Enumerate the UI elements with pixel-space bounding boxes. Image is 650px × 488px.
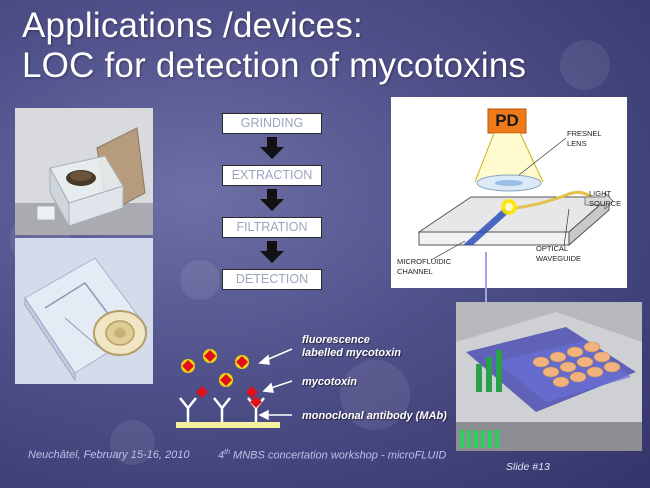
- fresnel-lens-label: FRESNEL LENS: [567, 129, 602, 148]
- device-photo-microfluidic: [15, 238, 153, 384]
- flow-step-extraction: EXTRACTION: [222, 165, 322, 186]
- flow-step-grinding: GRINDING: [222, 113, 322, 134]
- footer-workshop-ordinal: th: [224, 449, 230, 456]
- fluorescence-label: fluorescence labelled mycotoxin: [302, 334, 402, 359]
- flow-step-detection: DETECTION: [222, 269, 322, 290]
- background-bubble: [340, 360, 410, 430]
- microfluidic-channel-label: MICROFLUIDIC CHANNEL: [397, 257, 452, 276]
- background-bubble: [110, 420, 155, 465]
- footer-workshop-number: 4: [218, 449, 225, 462]
- fluorescent-mycotoxin-icon: [181, 349, 249, 387]
- down-arrow-icon: [260, 241, 284, 263]
- antibody-label: monoclonal antibody (MAb): [302, 410, 447, 422]
- mycotoxin-icon: [196, 386, 258, 398]
- footer-workshop-title: MNBS concertation workshop - microFLUID: [229, 449, 447, 462]
- light-source-label: LIGHT SOURCE: [589, 189, 622, 208]
- background-bubble: [560, 40, 610, 90]
- optical-waveguide-label: OPTICAL WAVEGUIDE: [536, 244, 582, 263]
- flow-step-filtration: FILTRATION: [222, 217, 322, 238]
- background-bubble: [180, 260, 220, 300]
- chip-render-image: [456, 302, 642, 451]
- biosensor-illustration: [176, 349, 280, 428]
- label-pointer-arrows: [258, 348, 293, 421]
- down-arrow-icon: [260, 189, 284, 211]
- footer-workshop: 4th MNBS concertation workshop - microFL…: [218, 449, 446, 462]
- mycotoxin-label: mycotoxin: [302, 376, 358, 388]
- slide-title: Applications /devices: LOC for detection…: [22, 6, 632, 86]
- photodetector-label: PD: [495, 111, 519, 130]
- device-photo-cartridge: [15, 108, 153, 235]
- optical-detection-diagram: PD FRESNEL LENS LIGHT SOURCE OPTICAL WAV…: [391, 97, 627, 288]
- down-arrow-icon: [260, 137, 284, 159]
- footer-location-date: Neuchâtel, February 15-16, 2010: [28, 449, 190, 461]
- slide-number: Slide #13: [506, 461, 550, 473]
- title-line-1: Applications /devices:: [22, 6, 363, 45]
- title-line-2: LOC for detection of mycotoxins: [22, 46, 527, 85]
